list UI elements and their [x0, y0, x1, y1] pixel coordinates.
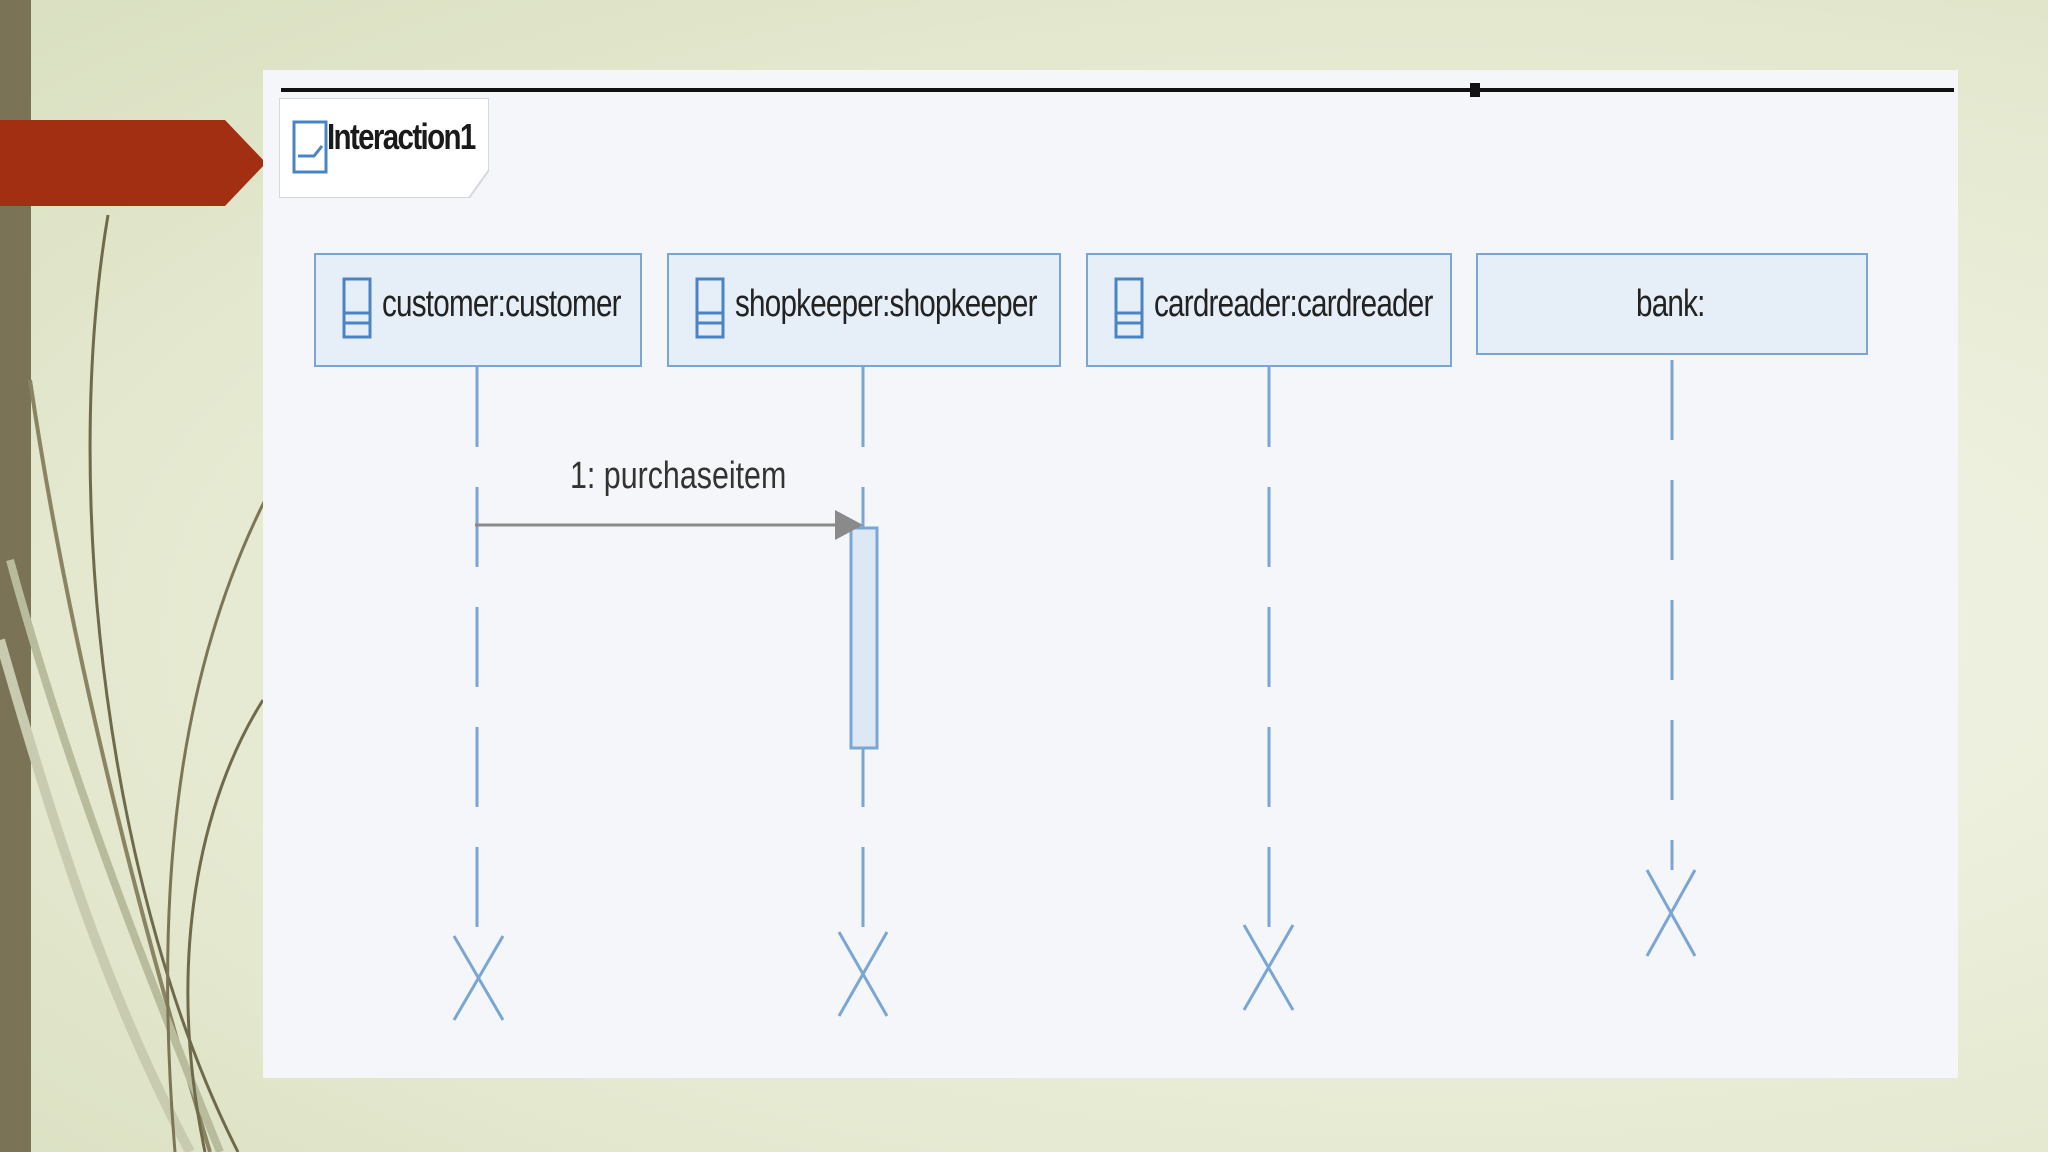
- destroy-customer-icon: [452, 935, 505, 1021]
- part-icon: [342, 277, 372, 339]
- lifeline-head-cardreader[interactable]: cardreader:cardreader: [1086, 253, 1452, 367]
- lifeline-label: bank:: [1636, 283, 1705, 325]
- frame-top-border: [281, 88, 1954, 92]
- message-arrow-head: [835, 510, 863, 540]
- interaction-tab: [279, 98, 489, 198]
- part-icon: [695, 277, 725, 339]
- interaction-icon: [292, 120, 328, 174]
- lifeline-head-bank[interactable]: bank:: [1476, 253, 1868, 355]
- red-arrow-marker: [0, 120, 266, 206]
- lifeline-head-customer[interactable]: customer:customer: [314, 253, 642, 367]
- resize-handle[interactable]: [1470, 83, 1480, 97]
- message-label[interactable]: 1: purchaseitem: [570, 455, 787, 497]
- lifeline-label: shopkeeper:shopkeeper: [735, 283, 1037, 325]
- destroy-bank-icon: [1645, 869, 1697, 957]
- destroy-shopkeeper-icon: [837, 931, 889, 1017]
- lifeline-label: customer:customer: [382, 283, 622, 325]
- interaction-title: Interaction1: [327, 116, 476, 157]
- activation-bar: [849, 526, 879, 750]
- decorative-swirls: [0, 214, 267, 1152]
- part-icon: [1114, 277, 1144, 339]
- diagram-canvas: [452, 360, 1697, 1021]
- lifeline-label: cardreader:cardreader: [1154, 283, 1433, 325]
- lifeline-head-shopkeeper[interactable]: shopkeeper:shopkeeper: [667, 253, 1061, 367]
- sequence-diagram-frame: Interaction1: [263, 70, 1958, 1078]
- destroy-cardreader-icon: [1242, 924, 1295, 1011]
